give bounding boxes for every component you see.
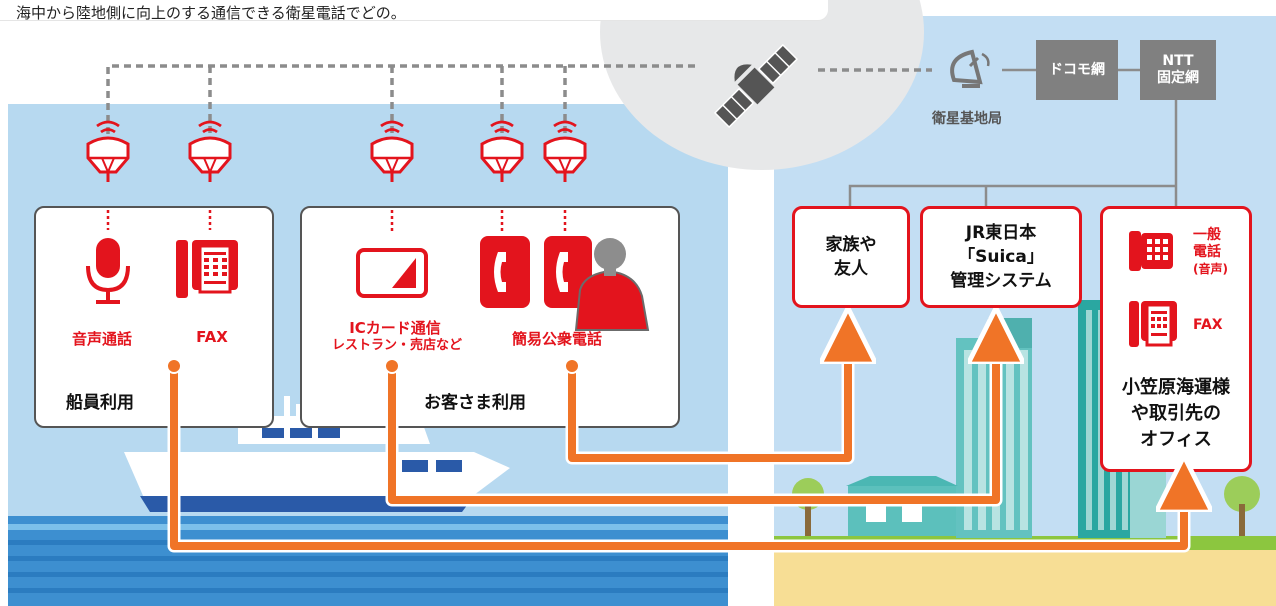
suica-system-box: JR東日本 「Suica」 管理システム xyxy=(920,206,1082,308)
guest-box-title: お客さま利用 xyxy=(424,393,526,413)
office-title-line3: オフィス xyxy=(1140,429,1212,450)
office-fax-icon xyxy=(1129,301,1177,347)
family-line1: 家族や xyxy=(825,235,877,255)
network-lines xyxy=(848,68,1178,206)
fax-icon xyxy=(176,240,238,298)
crew-box-title: 船員利用 xyxy=(66,393,134,413)
ntt-label-1: NTT xyxy=(1162,53,1194,69)
sea xyxy=(8,516,728,606)
family-line2: 友人 xyxy=(834,259,868,279)
land-sand xyxy=(774,548,1276,606)
office-phone-line1: 一般 xyxy=(1193,227,1221,243)
docomo-node: ドコモ網 xyxy=(1036,40,1118,100)
caption-text: 海中から陸地側に向上のする通信できる衛星電話でどの。 xyxy=(16,4,406,22)
ic-card-label: ICカード通信 レストラン・売店など xyxy=(332,319,463,354)
antenna-icon xyxy=(370,120,414,182)
public-phone-label: 簡易公衆電話 xyxy=(511,330,602,348)
satellite-links xyxy=(106,64,932,134)
voice-call-label: 音声通話 xyxy=(71,330,132,348)
suica-line1: JR東日本 xyxy=(965,223,1037,243)
ntt-node: NTT 固定網 xyxy=(1140,40,1216,100)
antennas xyxy=(86,120,587,182)
office-phone-icon xyxy=(1129,231,1173,271)
office-phone-line2: 電話 xyxy=(1193,244,1221,260)
crew-icons xyxy=(86,210,238,304)
office-title-line1: 小笠原海運様 xyxy=(1122,377,1230,398)
crew-fax-label: FAX xyxy=(196,328,228,346)
suica-line2: 「Suica」 xyxy=(958,247,1044,267)
suica-line3: 管理システム xyxy=(950,271,1052,291)
office-title-line2: や取引先の xyxy=(1131,403,1221,424)
crew-box: 音声通話 FAX 船員利用 xyxy=(34,206,274,428)
docomo-label: ドコモ網 xyxy=(1049,61,1105,78)
office-phone-line3: (音声) xyxy=(1193,262,1228,276)
public-phone-icon xyxy=(480,236,530,308)
ic-card-icon xyxy=(356,248,428,298)
ic-card-label-line1: ICカード通信 xyxy=(349,319,441,337)
microphone-icon xyxy=(86,238,130,304)
ground-station-icon xyxy=(950,49,990,88)
office-title: 小笠原海運様 や取引先の オフィス xyxy=(1103,375,1249,453)
antenna-icon xyxy=(543,120,587,182)
satellite-icon xyxy=(713,43,799,129)
guest-box: ICカード通信 レストラン・売店など 簡易公衆電話 お客さま利用 xyxy=(300,206,680,428)
ic-card-label-line2: レストラン・売店など xyxy=(332,338,463,353)
office-icons xyxy=(1129,231,1177,347)
ground-station-label: 衛星基地局 xyxy=(932,111,1002,127)
antenna-icon xyxy=(480,120,524,182)
antenna-icon xyxy=(188,120,232,182)
guest-icons xyxy=(356,210,650,331)
ntt-label-2: 固定網 xyxy=(1157,70,1199,86)
office-fax-label: FAX xyxy=(1193,317,1223,333)
office-phone-label: 一般 電話 (音声) xyxy=(1193,227,1241,278)
antenna-icon xyxy=(86,120,130,182)
person-icon xyxy=(574,238,650,331)
land-grass xyxy=(774,536,1276,550)
office-box: 一般 電話 (音声) FAX 小笠原海運様 や取引先の オフィス xyxy=(1100,206,1252,472)
caption-banner: 海中から陸地側に向上のする通信できる衛星電話でどの。 xyxy=(0,0,828,22)
family-friends-box: 家族や 友人 xyxy=(792,206,910,308)
